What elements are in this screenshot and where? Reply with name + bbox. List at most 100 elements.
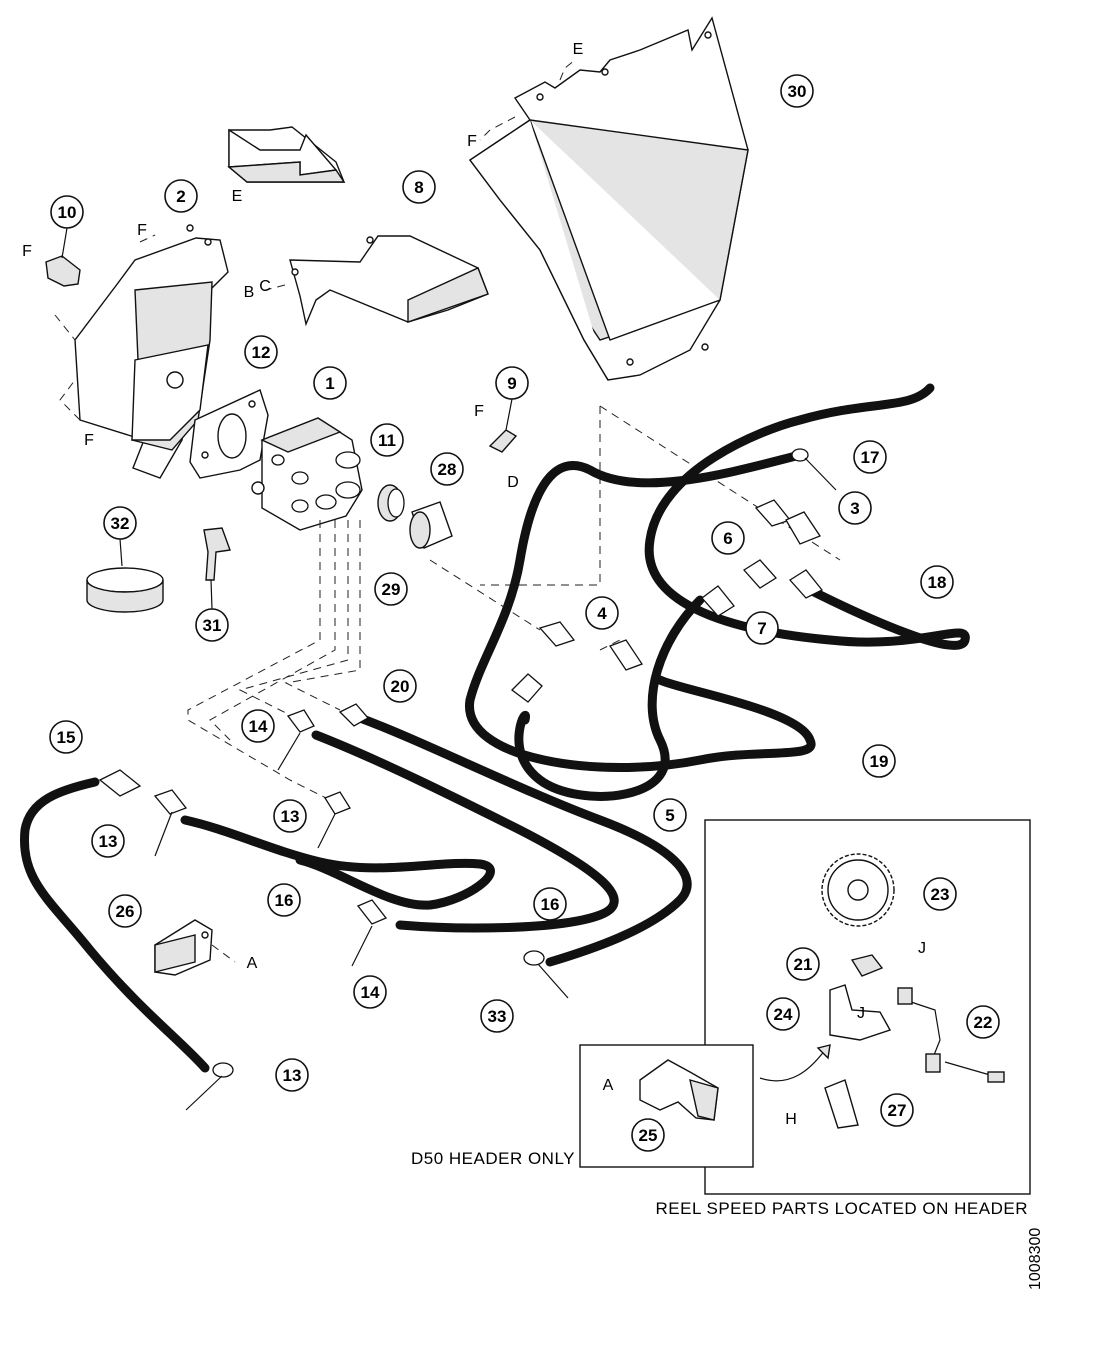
callout-circle <box>923 877 957 911</box>
reel-speed-inset <box>704 819 1031 1195</box>
hose-part-16b <box>311 730 619 933</box>
callout-circle <box>920 565 954 599</box>
callout-number: 12 <box>252 343 271 362</box>
callout-number: 28 <box>438 460 457 479</box>
callout-23: 23 <box>923 877 957 911</box>
callout-number: 13 <box>283 1066 302 1085</box>
callout-circle <box>766 997 800 1031</box>
callout-12: 12 <box>244 335 278 369</box>
callout-28: 28 <box>430 452 464 486</box>
callout-number: 3 <box>850 499 859 518</box>
reference-letter: F <box>467 133 477 150</box>
callout-3: 3 <box>838 491 872 525</box>
callout-number: 20 <box>391 677 410 696</box>
callout-number: 6 <box>723 529 732 548</box>
callout-number: 31 <box>203 616 222 635</box>
callout-circle <box>164 179 198 213</box>
callout-circle <box>711 521 745 555</box>
reel-speed-caption: REEL SPEED PARTS LOCATED ON HEADER <box>655 1199 1028 1218</box>
fitting-part-11 <box>377 484 405 522</box>
reference-letter: F <box>474 403 484 420</box>
callout-circle <box>244 335 278 369</box>
callout-number: 11 <box>378 431 396 450</box>
callout-1: 1 <box>313 366 347 400</box>
callout-26: 26 <box>108 894 142 928</box>
callout-8: 8 <box>402 170 436 204</box>
callout-number: 24 <box>774 1005 793 1024</box>
routing-dashed-lines <box>187 405 841 801</box>
tie-pins <box>154 457 837 1111</box>
callout-number: 14 <box>249 717 268 736</box>
callout-number: 15 <box>57 728 76 747</box>
callout-circle <box>383 669 417 703</box>
reference-letter: F <box>137 222 147 239</box>
callout-17: 17 <box>853 440 887 474</box>
d50-header-caption: D50 HEADER ONLY <box>411 1149 575 1168</box>
direction-arrow <box>227 126 346 183</box>
sprocket-part-23 <box>821 853 895 927</box>
callout-circle <box>745 611 779 645</box>
callout-circle <box>495 366 529 400</box>
reference-letter: J <box>857 1005 865 1022</box>
callout-circle <box>780 74 814 108</box>
callout-6: 6 <box>711 521 745 555</box>
callout-circle <box>402 170 436 204</box>
callout-number: 25 <box>639 1126 658 1145</box>
clip-part-10 <box>45 227 81 287</box>
callout-number: 21 <box>794 955 813 974</box>
callout-number: 22 <box>974 1013 993 1032</box>
gasket-part-12 <box>189 389 269 479</box>
d50-inset <box>579 1044 754 1168</box>
callout-circle <box>862 744 896 778</box>
callout-27: 27 <box>880 1093 914 1127</box>
reference-letter: C <box>259 278 271 295</box>
callout-circle <box>480 999 514 1033</box>
callout-number: 13 <box>99 832 118 851</box>
callout-circle <box>108 894 142 928</box>
bracket-part-27 <box>824 1079 859 1129</box>
callout-7: 7 <box>745 611 779 645</box>
callout-circle <box>533 887 567 921</box>
callout-number: 16 <box>541 895 560 914</box>
callout-number: 23 <box>931 885 950 904</box>
reference-letter: A <box>603 1077 614 1094</box>
callout-18: 18 <box>920 565 954 599</box>
callout-32: 32 <box>103 506 137 540</box>
callout-number: 7 <box>757 619 766 638</box>
hose-part-16a <box>180 815 495 910</box>
callout-number: 30 <box>788 82 807 101</box>
callout-number: 8 <box>414 178 423 197</box>
callout-number: 10 <box>58 203 77 222</box>
callout-circle <box>50 195 84 229</box>
callout-circle <box>374 572 408 606</box>
callout-16: 16 <box>533 887 567 921</box>
callout-number: 32 <box>111 514 130 533</box>
callout-circle <box>275 1058 309 1092</box>
reference-letter: E <box>573 41 584 58</box>
callout-circle <box>786 947 820 981</box>
hydraulic-hoses <box>19 383 970 1073</box>
callout-13: 13 <box>91 824 125 858</box>
ring-part-32 <box>86 538 164 613</box>
callout-10: 10 <box>50 195 84 229</box>
callout-circle <box>103 506 137 540</box>
callout-25: 25 <box>631 1118 665 1152</box>
plate-part-2 <box>54 224 229 479</box>
reference-letter: A <box>247 955 258 972</box>
callout-circle <box>49 720 83 754</box>
callout-number: 29 <box>382 580 401 599</box>
callout-circle <box>91 824 125 858</box>
callout-number: 4 <box>597 604 607 623</box>
callout-number: 33 <box>488 1007 507 1026</box>
bracket-part-8 <box>257 235 489 327</box>
callout-19: 19 <box>862 744 896 778</box>
figure-number: 1008300 <box>1027 1228 1044 1290</box>
callout-2: 2 <box>164 179 198 213</box>
sensor-part-21 <box>850 954 884 977</box>
callout-29: 29 <box>374 572 408 606</box>
callout-14: 14 <box>353 975 387 1009</box>
callout-number: 27 <box>888 1101 907 1120</box>
hose-part-15 <box>19 777 210 1073</box>
